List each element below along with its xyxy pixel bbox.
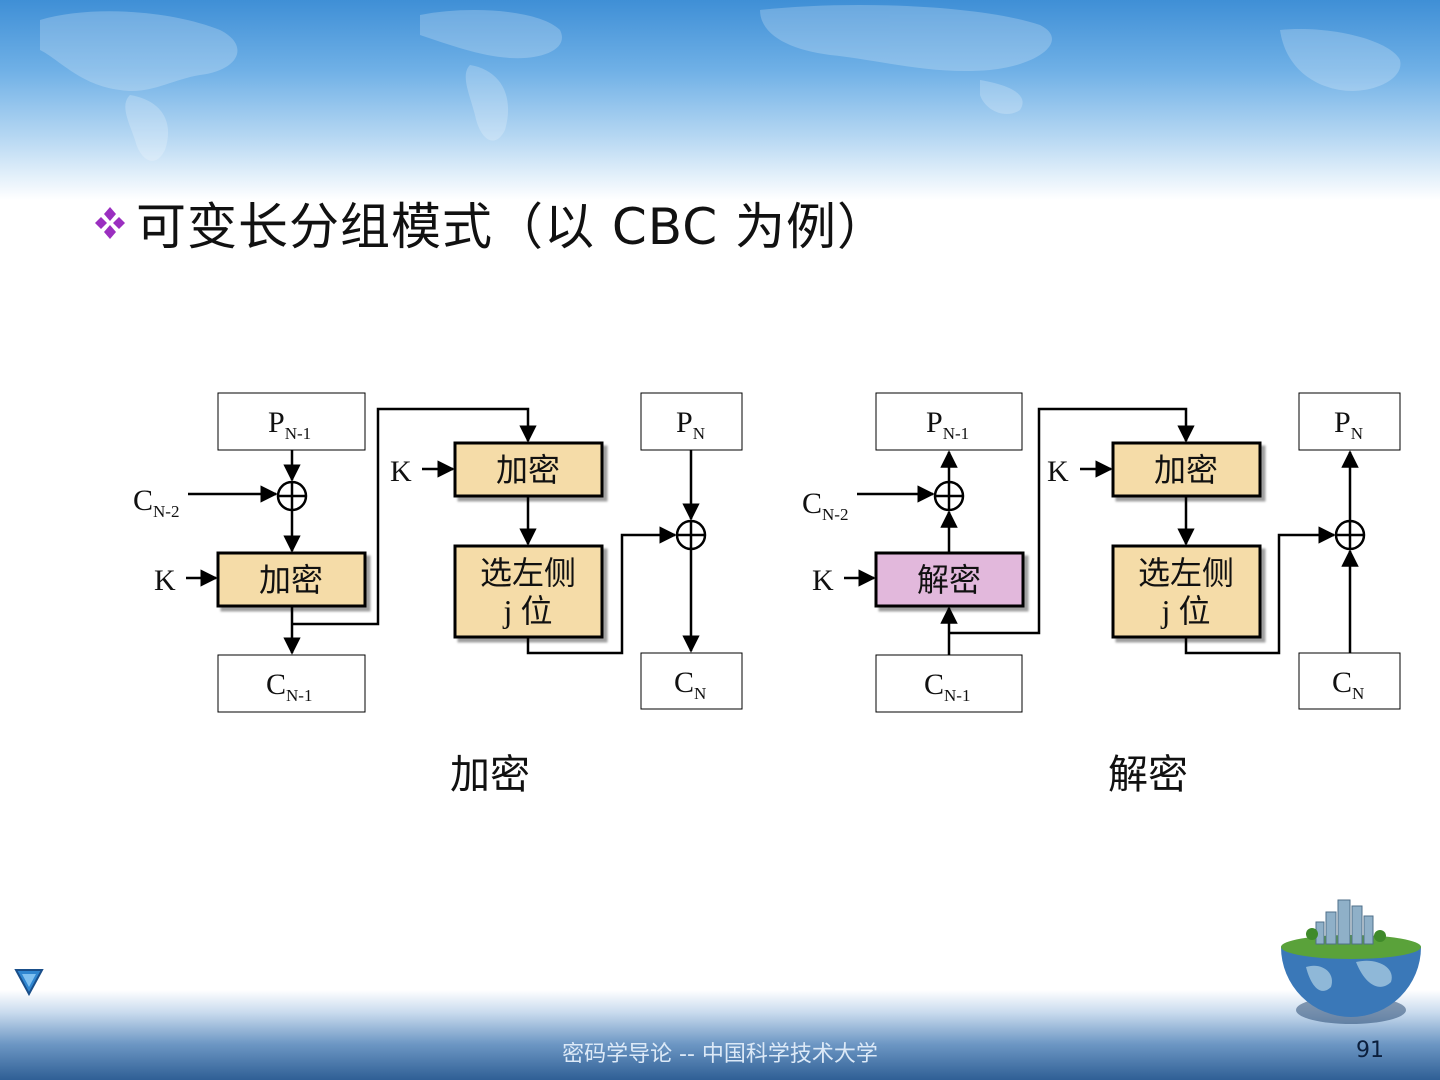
dec-c-prev-box bbox=[875, 654, 1023, 713]
header-banner bbox=[0, 0, 1440, 200]
dec-p-prev-label: PN-1 bbox=[926, 406, 969, 443]
dec-c-curr-label: CN bbox=[1332, 666, 1364, 703]
dec-select-line1: 选左侧 bbox=[1138, 555, 1234, 591]
dec-c-curr-box bbox=[1298, 652, 1401, 710]
enc-block2-label: 加密 bbox=[496, 452, 560, 488]
dec-block1-label: 解密 bbox=[917, 562, 981, 598]
dec-block2-label: 加密 bbox=[1154, 452, 1218, 488]
dec-key1-label: K bbox=[812, 564, 834, 597]
enc-key1-label: K bbox=[154, 564, 176, 597]
page-number: 91 bbox=[1356, 1038, 1384, 1063]
decryption-diagram bbox=[844, 392, 1401, 713]
diamond-bullet-icon bbox=[95, 207, 125, 239]
decryption-caption: 解密 bbox=[1108, 752, 1188, 798]
dec-select-line2: j 位 bbox=[1161, 593, 1211, 629]
enc-block2 bbox=[453, 441, 604, 498]
enc-c-prev2-label: CN-2 bbox=[133, 484, 179, 521]
dec-p-curr-box bbox=[1298, 392, 1401, 451]
enc-key2-label: K bbox=[390, 455, 412, 488]
enc-p-curr-label: PN bbox=[676, 406, 705, 443]
enc-p-prev-box bbox=[217, 392, 366, 451]
enc-p-curr-box bbox=[640, 392, 743, 451]
nav-triangle-icon[interactable] bbox=[14, 968, 44, 996]
enc-select-line2: j 位 bbox=[503, 593, 553, 629]
enc-p-prev-label: PN-1 bbox=[268, 406, 311, 443]
encryption-caption: 加密 bbox=[450, 752, 530, 798]
footer-title: 密码学导论 -- 中国科学技术大学 bbox=[562, 1042, 878, 1067]
dec-block2 bbox=[1111, 441, 1262, 498]
slide-title: 可变长分组模式（以 CBC 为例） bbox=[136, 198, 889, 256]
enc-select-line1: 选左侧 bbox=[480, 555, 576, 591]
slide-title-row: 可变长分组模式（以 CBC 为例） bbox=[92, 188, 888, 258]
decryption-labels: PN-1 PN CN-2 CN-1 CN K K 解密 加密 选左侧 j 位 bbox=[802, 406, 1364, 705]
dec-c-prev2-label: CN-2 bbox=[802, 487, 848, 524]
enc-c-prev-box bbox=[217, 654, 366, 713]
encryption-labels: PN-1 PN CN-2 CN-1 CN K K 加密 加密 选左侧 j 位 bbox=[133, 406, 706, 705]
encryption-diagram bbox=[186, 392, 743, 713]
enc-c-curr-label: CN bbox=[674, 666, 706, 703]
enc-c-prev-label: CN-1 bbox=[266, 668, 312, 705]
enc-block1-label: 加密 bbox=[259, 562, 323, 598]
dec-p-prev-box bbox=[875, 392, 1023, 451]
enc-c-curr-box bbox=[640, 652, 743, 710]
globe-city-icon bbox=[1281, 899, 1421, 1024]
world-map-decoration bbox=[40, 5, 1401, 161]
dec-key2-label: K bbox=[1047, 455, 1069, 488]
footer-banner bbox=[0, 990, 1440, 1080]
dec-p-curr-label: PN bbox=[1334, 406, 1363, 443]
dec-c-prev-label: CN-1 bbox=[924, 668, 970, 705]
